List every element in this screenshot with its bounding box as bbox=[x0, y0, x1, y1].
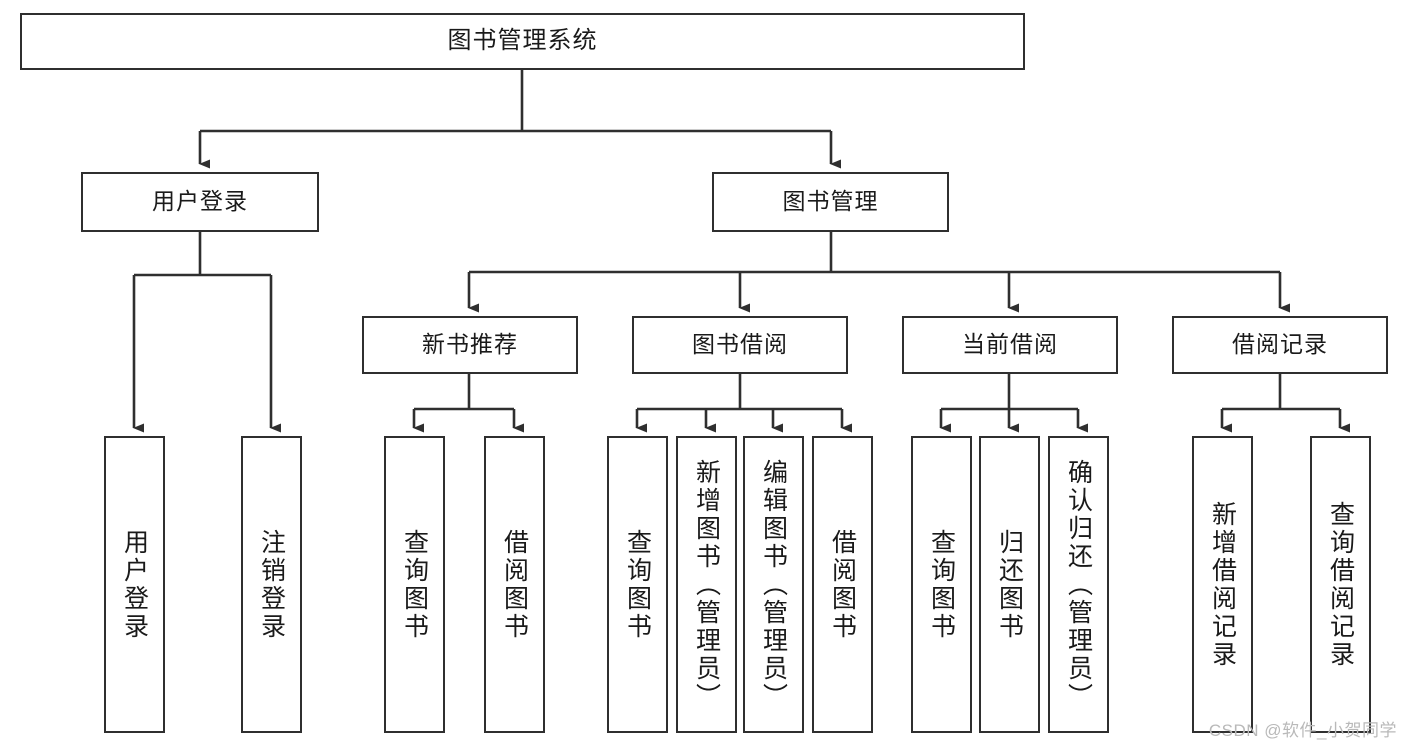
node-leaf-add-borrow-record[interactable]: 新增借阅记录 bbox=[1192, 436, 1253, 733]
node-book-management[interactable]: 图书管理 bbox=[712, 172, 949, 232]
node-borrow-records[interactable]: 借阅记录 bbox=[1172, 316, 1388, 374]
node-label: 新书推荐 bbox=[422, 331, 518, 358]
node-label: 查询图书 bbox=[400, 528, 429, 641]
node-label: 当前借阅 bbox=[962, 331, 1058, 358]
node-label: 图书借阅 bbox=[692, 331, 788, 358]
node-leaf-confirm-return-admin[interactable]: 确认归还（管理员） bbox=[1048, 436, 1109, 733]
node-label: 查询图书 bbox=[927, 528, 956, 641]
csdn-watermark: CSDN @软件_小贺同学 bbox=[1208, 721, 1397, 740]
node-leaf-query-borrow-record[interactable]: 查询借阅记录 bbox=[1310, 436, 1371, 733]
node-label: 确认归还（管理员） bbox=[1064, 458, 1093, 711]
node-leaf-query-book-newbook[interactable]: 查询图书 bbox=[384, 436, 445, 733]
node-new-book-recommend[interactable]: 新书推荐 bbox=[362, 316, 578, 374]
node-label: 图书管理 bbox=[782, 188, 879, 215]
node-label: 新增借阅记录 bbox=[1208, 500, 1237, 669]
node-root-system[interactable]: 图书管理系统 bbox=[20, 13, 1025, 70]
node-current-borrow[interactable]: 当前借阅 bbox=[902, 316, 1118, 374]
node-leaf-borrow-book[interactable]: 借阅图书 bbox=[812, 436, 873, 733]
node-label: 归还图书 bbox=[995, 528, 1024, 641]
node-leaf-query-book-current[interactable]: 查询图书 bbox=[911, 436, 972, 733]
node-label: 借阅记录 bbox=[1232, 331, 1328, 358]
node-label: 查询借阅记录 bbox=[1326, 500, 1355, 669]
node-leaf-logout[interactable]: 注销登录 bbox=[241, 436, 302, 733]
node-leaf-return-book[interactable]: 归还图书 bbox=[979, 436, 1040, 733]
node-label: 注销登录 bbox=[257, 528, 286, 641]
node-leaf-user-login[interactable]: 用户登录 bbox=[104, 436, 165, 733]
node-label: 图书管理系统 bbox=[447, 27, 598, 55]
node-leaf-edit-book-admin[interactable]: 编辑图书（管理员） bbox=[743, 436, 804, 733]
node-label: 借阅图书 bbox=[500, 528, 529, 641]
node-leaf-query-book-borrow[interactable]: 查询图书 bbox=[607, 436, 668, 733]
node-label: 新增图书（管理员） bbox=[692, 458, 721, 711]
node-user-login[interactable]: 用户登录 bbox=[81, 172, 319, 232]
node-leaf-borrow-book-newbook[interactable]: 借阅图书 bbox=[484, 436, 545, 733]
node-label: 编辑图书（管理员） bbox=[759, 458, 788, 711]
node-label: 用户登录 bbox=[152, 188, 248, 215]
node-label: 查询图书 bbox=[623, 528, 652, 641]
node-label: 用户登录 bbox=[120, 528, 149, 641]
node-book-borrow[interactable]: 图书借阅 bbox=[632, 316, 848, 374]
node-label: 借阅图书 bbox=[828, 528, 857, 641]
node-leaf-add-book-admin[interactable]: 新增图书（管理员） bbox=[676, 436, 737, 733]
